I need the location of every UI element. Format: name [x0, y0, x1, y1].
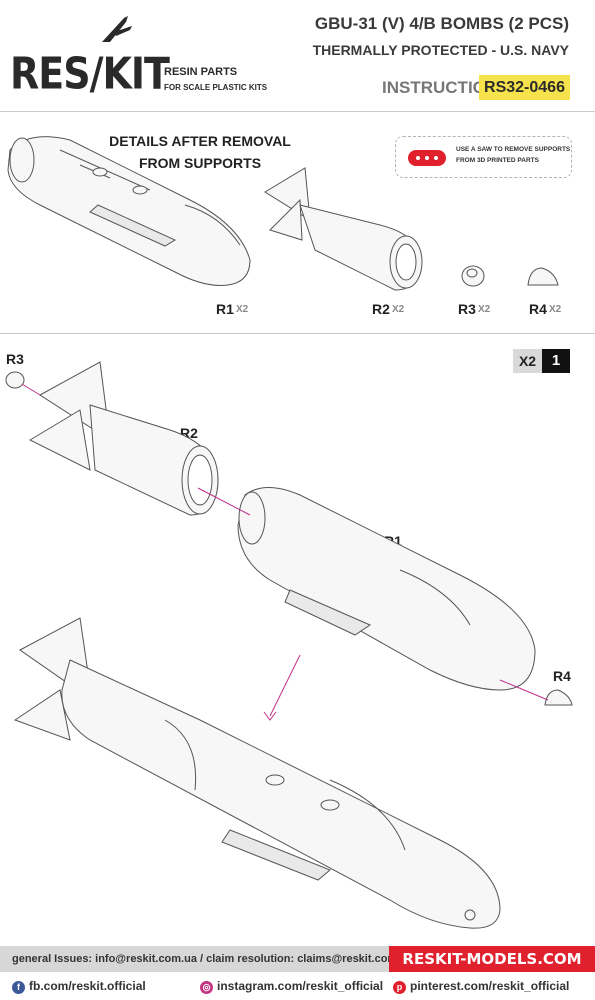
part-qty-r1: X2	[236, 304, 249, 315]
exploded-r1-body	[238, 488, 535, 691]
step-multiplier: X2	[513, 349, 542, 373]
callout-r1: R1	[384, 533, 402, 549]
part-r4-drawing	[528, 268, 558, 285]
website-link[interactable]: RESKIT-MODELS.COM	[389, 946, 595, 972]
product-title: GBU-31 (V) 4/B BOMBS (2 PCS)	[314, 14, 569, 33]
contact-text: general Issues: info@reskit.com.ua / cla…	[12, 953, 414, 965]
brand-line-2: FOR SCALE PLASTIC KITS	[164, 83, 268, 92]
pinterest-link[interactable]: p pinterest.com/reskit_official	[393, 979, 569, 994]
callout-r4: R4	[553, 668, 571, 684]
instagram-text: instagram.com/reskit_official	[217, 979, 384, 993]
part-qty-r2: X2	[392, 304, 405, 315]
facebook-icon: f	[12, 981, 25, 994]
exploded-r3	[6, 372, 24, 388]
section-divider	[0, 333, 595, 334]
assembly-arrows	[22, 384, 548, 720]
note-line-2: FROM 3D PRINTED PARTS	[456, 157, 539, 164]
brand-wordmark: RES/KIT	[10, 48, 170, 99]
part-qty-r3: X2	[478, 304, 491, 315]
support-removal-note: USE A SAW TO REMOVE SUPPORTS FROM 3D PRI…	[395, 136, 572, 178]
contact-bar: general Issues: info@reskit.com.ua / cla…	[0, 946, 413, 972]
pinterest-text: pinterest.com/reskit_official	[410, 979, 570, 993]
product-code-badge: RS32-0466	[479, 75, 570, 100]
footer: general Issues: info@reskit.com.ua / cla…	[0, 946, 595, 1000]
part-label-r4: R4	[529, 301, 547, 317]
facebook-text: fb.com/reskit.official	[29, 979, 146, 993]
details-line-2: FROM SUPPORTS	[138, 155, 262, 171]
instagram-icon: ◎	[200, 981, 213, 994]
part-r3-drawing	[462, 266, 484, 286]
callout-r3: R3	[6, 351, 24, 367]
instruction-label: INSTRUCTION	[382, 78, 499, 97]
assembled-bomb	[15, 618, 500, 928]
brand-line-1: RESIN PARTS	[164, 66, 238, 78]
details-heading: DETAILS AFTER REMOVAL FROM SUPPORTS	[100, 130, 300, 174]
instagram-link[interactable]: ◎ instagram.com/reskit_official	[200, 979, 383, 994]
product-subtitle: THERMALLY PROTECTED - U.S. NAVY	[312, 42, 569, 58]
part-label-r2: R2	[372, 301, 390, 317]
step-number: 1	[542, 349, 570, 373]
header-divider	[0, 111, 595, 112]
note-line-1: USE A SAW TO REMOVE SUPPORTS	[456, 146, 571, 153]
jet-icon	[102, 16, 132, 42]
part-qty-r4: X2	[549, 304, 562, 315]
pinterest-icon: p	[393, 981, 406, 994]
support-dots-icon	[408, 150, 446, 166]
part-label-r1: R1	[216, 301, 234, 317]
callout-r2: R2	[180, 425, 198, 441]
exploded-r4	[545, 690, 572, 705]
facebook-link[interactable]: f fb.com/reskit.official	[12, 979, 146, 994]
reskit-logo: RES/KIT	[6, 16, 170, 100]
part-label-r3: R3	[458, 301, 476, 317]
details-line-1: DETAILS AFTER REMOVAL	[109, 133, 291, 149]
part-r2-drawing	[265, 168, 422, 290]
